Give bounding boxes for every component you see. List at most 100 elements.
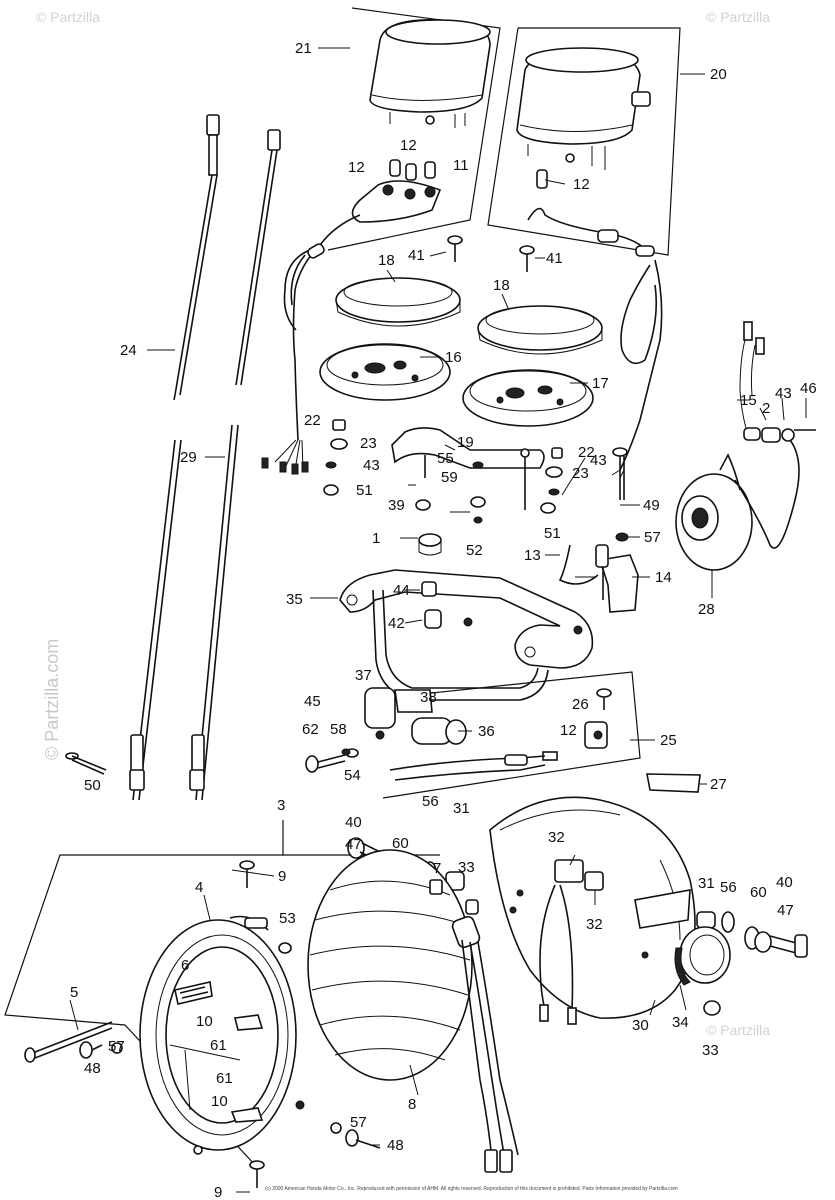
horn-28 bbox=[675, 321, 816, 571]
group-box-25 bbox=[364, 671, 641, 799]
callout-53: 53 bbox=[279, 910, 296, 927]
callout-18-a: 18 bbox=[378, 252, 395, 269]
meter-base-16 bbox=[319, 343, 451, 401]
callout-2: 2 bbox=[762, 400, 770, 417]
grommet-34 bbox=[674, 926, 731, 986]
screw-41-left bbox=[447, 235, 463, 262]
callout-12-c: 12 bbox=[573, 176, 590, 193]
callout-31-a: 31 bbox=[453, 800, 470, 817]
callout-10-a: 10 bbox=[196, 1013, 213, 1030]
indicator-bracket-14 bbox=[558, 544, 639, 613]
callout-21: 21 bbox=[295, 40, 312, 57]
callout-10-b: 10 bbox=[211, 1093, 228, 1110]
group-box-20 bbox=[487, 27, 681, 256]
screw-9-lower bbox=[249, 1160, 265, 1188]
callout-36: 36 bbox=[478, 723, 495, 740]
meter-stay-19 bbox=[391, 427, 545, 510]
callout-labels: 21 20 12 12 11 12 41 41 18 18 24 16 17 2… bbox=[70, 40, 817, 1200]
callout-51-b: 51 bbox=[544, 525, 561, 542]
callout-51-a: 51 bbox=[356, 482, 373, 499]
callout-48-a: 48 bbox=[84, 1060, 101, 1077]
leader-lines bbox=[69, 47, 807, 1193]
ignition-switch-36 bbox=[364, 687, 467, 745]
callout-7: 7 bbox=[433, 860, 441, 877]
screw-9-upper bbox=[239, 860, 255, 888]
callout-55: 55 bbox=[437, 450, 454, 467]
callout-48-b: 48 bbox=[387, 1137, 404, 1154]
callout-54: 54 bbox=[344, 767, 361, 784]
callout-3: 3 bbox=[277, 797, 285, 814]
meter-case-18-right bbox=[477, 305, 603, 355]
callout-30: 30 bbox=[632, 1017, 649, 1034]
nut-53 bbox=[278, 942, 292, 954]
callout-43-a: 43 bbox=[363, 457, 380, 474]
callout-13: 13 bbox=[524, 547, 541, 564]
headlight-rim-4 bbox=[139, 915, 305, 1155]
callout-12-a: 12 bbox=[400, 137, 417, 154]
callout-8: 8 bbox=[408, 1096, 416, 1113]
callout-19: 19 bbox=[457, 434, 474, 451]
callout-56-b: 56 bbox=[720, 879, 737, 896]
callout-34: 34 bbox=[672, 1014, 689, 1031]
callout-61-a: 61 bbox=[210, 1037, 227, 1054]
callout-60-a: 60 bbox=[392, 835, 409, 852]
nut-57-horn bbox=[615, 532, 629, 542]
bolt-49 bbox=[612, 447, 628, 500]
callout-50: 50 bbox=[84, 777, 101, 794]
callout-6: 6 bbox=[181, 957, 189, 974]
callout-27: 27 bbox=[710, 776, 727, 793]
callout-62: 62 bbox=[302, 721, 319, 738]
callout-31-b: 31 bbox=[698, 875, 715, 892]
callout-33-a: 33 bbox=[458, 859, 475, 876]
speedometer-cable-24 bbox=[173, 114, 281, 401]
adjust-screw-5 bbox=[24, 1021, 113, 1063]
callout-40-a: 40 bbox=[345, 814, 362, 831]
callout-60-b: 60 bbox=[750, 884, 767, 901]
watermark-side: © Partzilla.com bbox=[42, 639, 62, 760]
callout-14: 14 bbox=[655, 569, 672, 586]
callout-58: 58 bbox=[330, 721, 347, 738]
callout-22-a: 22 bbox=[304, 412, 321, 429]
callout-59: 59 bbox=[441, 469, 458, 486]
meter-case-18-left bbox=[335, 277, 461, 327]
callout-44: 44 bbox=[393, 582, 410, 599]
clip-7 bbox=[429, 879, 443, 895]
callout-16: 16 bbox=[445, 349, 462, 366]
callout-57-c: 57 bbox=[350, 1114, 367, 1131]
callout-49: 49 bbox=[643, 497, 660, 514]
callout-18-b: 18 bbox=[493, 277, 510, 294]
callout-12-b: 12 bbox=[348, 159, 365, 176]
speedometer-assembly-21 bbox=[369, 19, 491, 128]
callout-52: 52 bbox=[466, 542, 483, 559]
group-box-21 bbox=[327, 7, 501, 251]
callout-43-b: 43 bbox=[590, 452, 607, 469]
watermark-bottom-right: © Partzilla bbox=[706, 1022, 770, 1038]
tachometer-cable-29 bbox=[129, 424, 239, 801]
callout-24: 24 bbox=[120, 342, 137, 359]
callout-40-b: 40 bbox=[776, 874, 793, 891]
callout-43-c: 43 bbox=[775, 385, 792, 402]
callout-47-a: 47 bbox=[345, 836, 362, 853]
meter-bracket-35 bbox=[339, 569, 594, 701]
callout-9-a: 9 bbox=[278, 868, 286, 885]
label-27 bbox=[646, 773, 701, 793]
callout-28: 28 bbox=[698, 601, 715, 618]
headlight-switch-25 bbox=[389, 688, 612, 781]
callout-12-d: 12 bbox=[560, 722, 577, 739]
screw-41-right bbox=[519, 245, 535, 272]
callout-57-b: 57 bbox=[108, 1038, 125, 1055]
callout-4: 4 bbox=[195, 879, 203, 896]
watermark-top-right: © Partzilla bbox=[706, 9, 770, 25]
screw-48-right bbox=[330, 1122, 381, 1149]
callout-61-b: 61 bbox=[216, 1070, 233, 1087]
callout-32-b: 32 bbox=[586, 916, 603, 933]
callout-41-b: 41 bbox=[546, 250, 563, 267]
callout-35: 35 bbox=[286, 591, 303, 608]
tachometer-assembly-20 bbox=[516, 47, 651, 170]
case-mount-hardware-right bbox=[696, 911, 808, 958]
watermark-top-left: © Partzilla bbox=[36, 9, 100, 25]
headlight-case-30 bbox=[489, 796, 696, 1025]
callout-1: 1 bbox=[372, 530, 380, 547]
callout-38: 38 bbox=[420, 689, 437, 706]
